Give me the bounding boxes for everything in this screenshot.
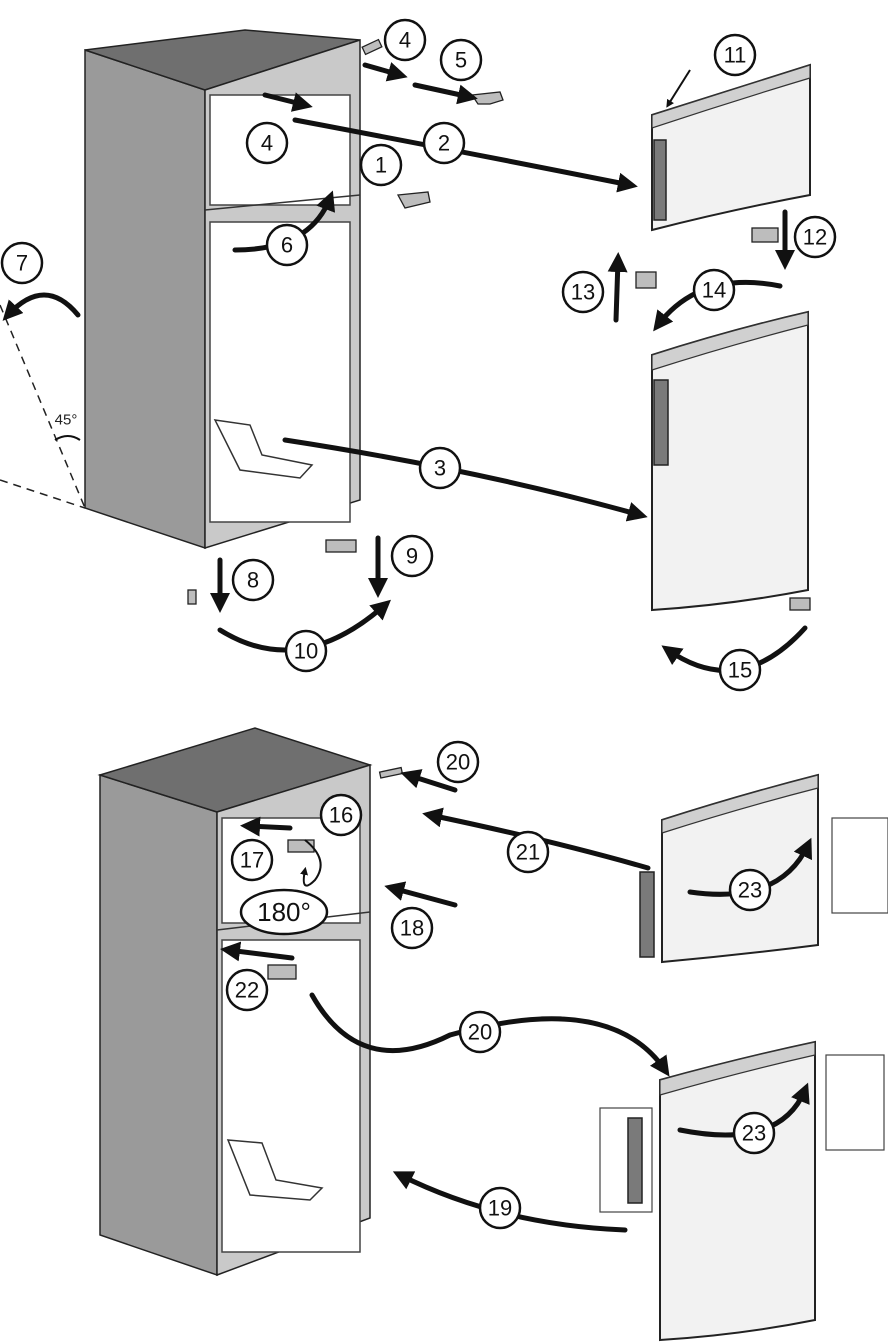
step-badge-13: 13 bbox=[561, 270, 605, 314]
svg-text:9: 9 bbox=[406, 544, 418, 569]
fridge-top-diagram bbox=[84, 29, 361, 550]
step-badge-22: 22 bbox=[225, 968, 269, 1012]
svg-text:20: 20 bbox=[468, 1020, 492, 1045]
hinge-part-12 bbox=[751, 227, 779, 243]
step-badge-18: 18 bbox=[390, 906, 434, 950]
fridge-bottom-diagram bbox=[97, 727, 373, 1277]
svg-text:3: 3 bbox=[434, 456, 446, 481]
step-badge-2: 2 bbox=[422, 121, 466, 165]
svg-text:4: 4 bbox=[261, 131, 273, 156]
hinge-pin-part bbox=[361, 38, 383, 56]
step-badge-9: 9 bbox=[390, 534, 434, 578]
tilt-guide: 45° bbox=[0, 304, 86, 509]
step-badge-6: 6 bbox=[265, 223, 309, 267]
step-badge-8: 8 bbox=[231, 558, 275, 602]
bottom-hinge-part bbox=[325, 539, 357, 553]
step-badge-21: 21 bbox=[506, 830, 550, 874]
svg-text:5: 5 bbox=[455, 48, 467, 73]
step-badge-20a: 20 bbox=[436, 740, 480, 784]
svg-text:12: 12 bbox=[803, 225, 827, 250]
svg-text:23: 23 bbox=[742, 1121, 766, 1146]
svg-text:19: 19 bbox=[488, 1196, 512, 1221]
rotation-badge: 180° bbox=[239, 888, 329, 936]
svg-text:15: 15 bbox=[728, 658, 752, 683]
step-badge-10: 10 bbox=[284, 629, 328, 673]
step-badge-11: 11 bbox=[713, 33, 757, 77]
step-badge-5: 5 bbox=[439, 38, 483, 82]
svg-text:8: 8 bbox=[247, 568, 259, 593]
hinge-part-15 bbox=[789, 597, 811, 611]
hinge-part-16 bbox=[287, 839, 315, 853]
svg-text:13: 13 bbox=[571, 280, 595, 305]
svg-text:14: 14 bbox=[702, 278, 726, 303]
svg-text:6: 6 bbox=[281, 233, 293, 258]
hinge-part-22 bbox=[267, 964, 297, 980]
svg-text:21: 21 bbox=[516, 840, 540, 865]
svg-text:10: 10 bbox=[294, 639, 318, 664]
step-badge-16: 16 bbox=[319, 793, 363, 837]
step-badge-7: 7 bbox=[0, 241, 44, 285]
hinge-parts-bottom bbox=[267, 766, 404, 980]
svg-text:18: 18 bbox=[400, 916, 424, 941]
hinge-pin-part-bottom bbox=[378, 766, 404, 779]
svg-text:17: 17 bbox=[240, 848, 264, 873]
freezer-door-bottom bbox=[639, 773, 888, 964]
step-badge-1: 1 bbox=[359, 143, 403, 187]
step-badge-4a: 4 bbox=[383, 18, 427, 62]
step-badge-14: 14 bbox=[692, 268, 736, 312]
step-badge-23b: 23 bbox=[732, 1111, 776, 1155]
step-badge-20b: 20 bbox=[458, 1010, 502, 1054]
top-hinge-part bbox=[470, 91, 504, 105]
hinge-part-13 bbox=[635, 271, 657, 289]
hinge-parts-top bbox=[187, 38, 811, 611]
step-badge-17: 17 bbox=[230, 838, 274, 882]
svg-text:7: 7 bbox=[16, 251, 28, 276]
svg-text:180°: 180° bbox=[257, 897, 311, 927]
svg-text:1: 1 bbox=[375, 153, 387, 178]
step-badge-15: 15 bbox=[718, 648, 762, 692]
fridge-door-bottom bbox=[599, 1040, 885, 1342]
svg-text:2: 2 bbox=[438, 131, 450, 156]
svg-text:4: 4 bbox=[399, 28, 411, 53]
step-badge-4b: 4 bbox=[245, 121, 289, 165]
foot-part bbox=[187, 589, 197, 605]
step-badge-3: 3 bbox=[418, 446, 462, 490]
fridge-door-top bbox=[651, 310, 809, 612]
step-badges: 1 2 3 4 4 5 6 7 8 9 10 11 12 13 14 15 16… bbox=[0, 18, 837, 1230]
step-badge-19: 19 bbox=[478, 1186, 522, 1230]
freezer-door-top bbox=[651, 63, 811, 232]
svg-text:20: 20 bbox=[446, 750, 470, 775]
angle-label: 45° bbox=[55, 412, 78, 429]
svg-text:23: 23 bbox=[738, 878, 762, 903]
step-badge-12: 12 bbox=[793, 215, 837, 259]
svg-text:16: 16 bbox=[329, 803, 353, 828]
middle-hinge-part bbox=[396, 191, 431, 209]
step-badge-23a: 23 bbox=[728, 868, 772, 912]
svg-text:22: 22 bbox=[235, 978, 259, 1003]
svg-text:11: 11 bbox=[724, 43, 747, 68]
